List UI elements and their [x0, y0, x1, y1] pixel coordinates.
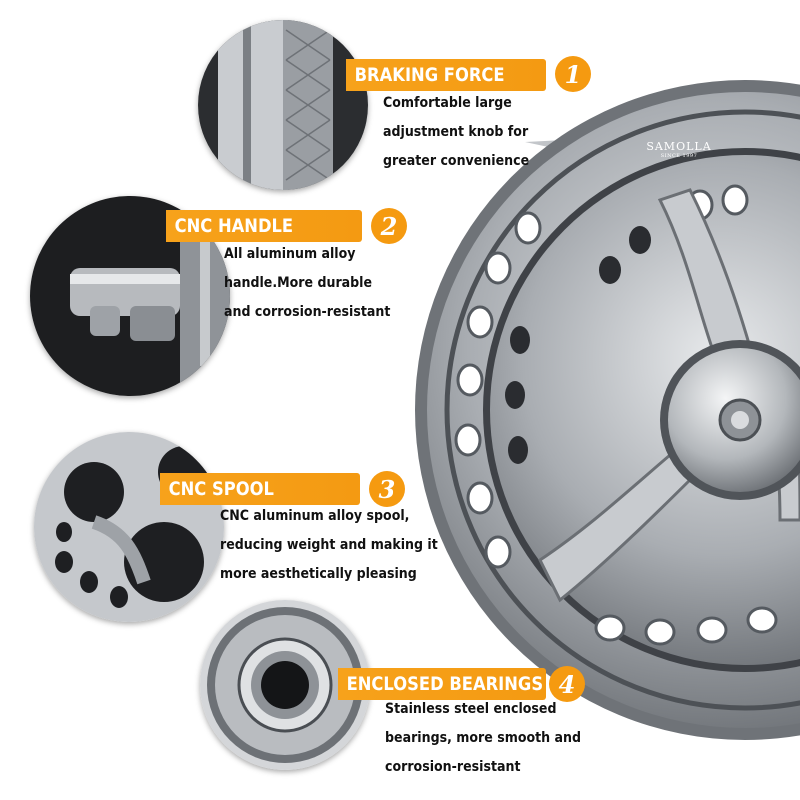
feature-description-1: Comfortable large adjustment knob for gr…: [383, 95, 530, 169]
feature-title-2: CNC HANDLE: [174, 215, 294, 237]
feature-banner-4: ENCLOSED BEARINGS: [338, 668, 546, 700]
braking-knob-photo: [198, 20, 368, 190]
brand-plate: SAMOLLA SINCE 1997: [642, 135, 716, 163]
feature-title-3: CNC SPOOL: [168, 478, 274, 500]
brand-since: SINCE 1997: [660, 152, 698, 159]
feature-description-4: Stainless steel enclosed bearings, more …: [385, 701, 582, 775]
brand-name: SAMOLLA: [646, 139, 712, 153]
feature-number-1: 1: [555, 56, 591, 92]
feature-number-4: 4: [549, 666, 585, 702]
feature-title-1: BRAKING FORCE: [354, 64, 505, 86]
feature-description-2: All aluminum alloy handle.More durable a…: [224, 246, 391, 320]
feature-title-4: ENCLOSED BEARINGS: [346, 673, 544, 695]
feature-number-3: 3: [369, 471, 405, 507]
spool-photo: [34, 432, 224, 622]
feature-description-3: CNC aluminum alloy spool, reducing weigh…: [220, 508, 438, 582]
feature-banner-1: BRAKING FORCE: [346, 59, 546, 91]
feature-banner-3: CNC SPOOL: [160, 473, 360, 505]
feature-banner-2: CNC HANDLE: [166, 210, 362, 242]
feature-number-2: 2: [371, 208, 407, 244]
bearing-photo: [200, 600, 370, 770]
